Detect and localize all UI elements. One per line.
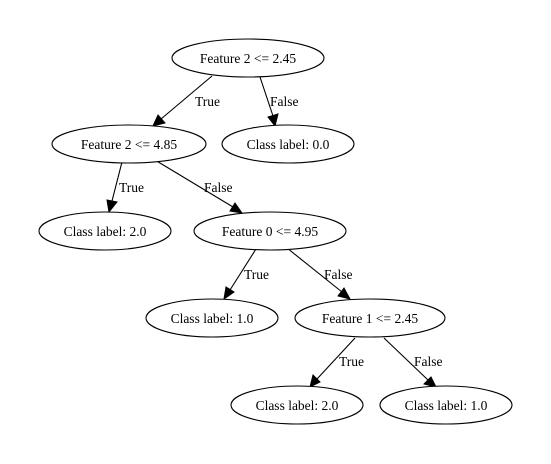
- node-ellipse: [379, 385, 513, 425]
- tree-leaf-class0: Class label: 0.0: [221, 124, 355, 164]
- edge-node6-to-leaf7: True: [309, 337, 364, 388]
- node-label: Feature 2 <= 2.45: [200, 51, 296, 66]
- tree-leaf-class2: Class label: 2.0: [38, 211, 172, 251]
- arrowhead-icon: [106, 199, 118, 214]
- node-label: Class label: 2.0: [256, 398, 339, 413]
- node-ellipse: [38, 211, 172, 251]
- edge-root-to-node1: True: [152, 75, 220, 127]
- arrowhead-icon: [423, 376, 437, 388]
- tree-node-split-feature1: Feature 1 <= 2.45: [294, 298, 446, 338]
- node-ellipse: [145, 298, 279, 338]
- node-label: Class label: 1.0: [171, 311, 254, 326]
- edge-node6-to-leaf8: False: [383, 337, 443, 388]
- node-ellipse: [193, 211, 347, 251]
- edge-line: [160, 75, 213, 120]
- edge-label-true: True: [244, 267, 269, 282]
- edge-label-false: False: [414, 354, 443, 369]
- edge-label-false: False: [324, 267, 353, 282]
- arrowhead-icon: [229, 202, 244, 214]
- node-label: Class label: 0.0: [247, 137, 330, 152]
- edge-label-true: True: [119, 180, 144, 195]
- edge-node1-to-node4: False: [154, 159, 244, 214]
- edge-node4-to-leaf5: True: [223, 248, 269, 301]
- edge-label-true: True: [339, 354, 364, 369]
- edge-line: [316, 337, 356, 380]
- edge-line: [229, 248, 257, 291]
- arrowhead-icon: [309, 374, 321, 388]
- arrowhead-icon: [152, 114, 166, 127]
- edge-node4-to-node6: False: [286, 247, 353, 300]
- tree-node-root: Feature 2 <= 2.45: [171, 38, 325, 78]
- edge-line: [286, 247, 343, 293]
- edge-line: [111, 161, 123, 202]
- edge-label-true: True: [195, 94, 220, 109]
- node-ellipse: [230, 385, 364, 425]
- edge-line: [154, 159, 234, 208]
- tree-node-split-feature2: Feature 2 <= 4.85: [51, 124, 207, 164]
- tree-leaf-class1-bottom: Class label: 1.0: [379, 385, 513, 425]
- edge-root-to-leaf0: False: [259, 76, 299, 128]
- node-ellipse: [171, 38, 325, 78]
- node-label: Feature 0 <= 4.95: [222, 224, 318, 239]
- edge-label-false: False: [270, 94, 299, 109]
- node-label: Class label: 2.0: [64, 224, 147, 239]
- edge-label-false: False: [204, 180, 233, 195]
- edge-line: [383, 337, 429, 381]
- edge-line: [259, 76, 274, 117]
- node-label: Class label: 1.0: [405, 398, 488, 413]
- arrowhead-icon: [267, 113, 279, 128]
- node-ellipse: [51, 124, 207, 164]
- edge-node1-to-leaf2: True: [106, 161, 144, 214]
- node-label: Feature 2 <= 4.85: [81, 137, 177, 152]
- tree-leaf-class2-bottom: Class label: 2.0: [230, 385, 364, 425]
- node-label: Feature 1 <= 2.45: [322, 311, 418, 326]
- arrowhead-icon: [337, 287, 351, 300]
- tree-leaf-class1: Class label: 1.0: [145, 298, 279, 338]
- tree-node-split-feature0: Feature 0 <= 4.95: [193, 211, 347, 251]
- node-ellipse: [294, 298, 446, 338]
- node-ellipse: [221, 124, 355, 164]
- arrowhead-icon: [223, 286, 235, 301]
